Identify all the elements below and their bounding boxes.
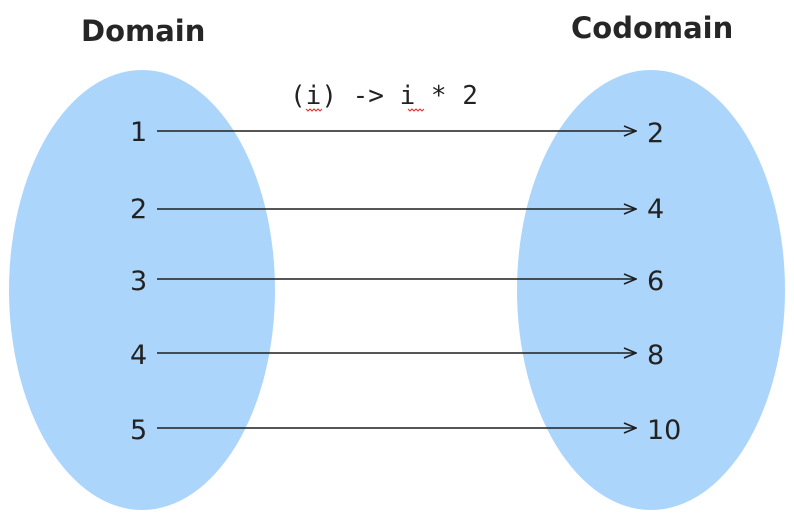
mapping-row: 1 2 (130, 117, 664, 149)
domain-ellipse (9, 70, 275, 510)
mapping-row: 4 8 (130, 340, 664, 371)
domain-value: 3 (130, 266, 147, 297)
codomain-value: 4 (647, 194, 664, 225)
function-label-suffix: * 2 (415, 81, 478, 111)
codomain-ellipse (517, 70, 785, 510)
mapping-row: 5 10 (130, 415, 681, 446)
domain-value: 4 (130, 340, 147, 371)
codomain-value: 10 (647, 415, 681, 446)
function-label-body-var: i (400, 81, 416, 111)
function-label-middle: ) -> (321, 81, 399, 111)
codomain-title: Codomain (571, 11, 733, 45)
codomain-value: 6 (647, 266, 664, 297)
domain-title: Domain (81, 14, 205, 48)
function-label-param: i (306, 81, 322, 111)
spellcheck-underline-body-var (407, 108, 425, 112)
domain-value: 2 (130, 194, 147, 225)
spellcheck-underline-param (305, 108, 323, 112)
function-label-prefix: ( (290, 81, 306, 111)
mapping-row: 3 6 (130, 266, 664, 297)
codomain-value: 8 (647, 340, 664, 371)
mapping-row: 2 4 (130, 194, 664, 225)
domain-value: 5 (130, 415, 147, 446)
function-label: (i) -> i * 2 (290, 81, 478, 111)
codomain-value: 2 (647, 118, 664, 149)
domain-value: 1 (130, 117, 147, 148)
